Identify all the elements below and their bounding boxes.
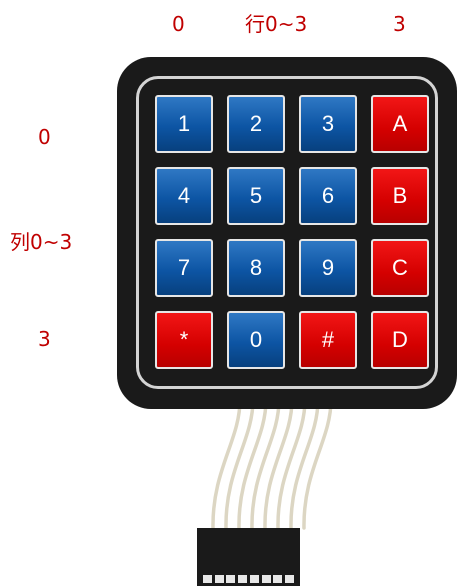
ribbon-wire: [278, 400, 305, 528]
ribbon-wire: [226, 400, 253, 528]
connector-pin: [262, 575, 271, 583]
key-4-button[interactable]: 4: [155, 167, 213, 225]
key-0-button[interactable]: 0: [227, 311, 285, 369]
connector-pin: [238, 575, 247, 583]
row-index-start-label: 0: [38, 125, 51, 149]
connector-pin: [215, 575, 224, 583]
key-9-button[interactable]: 9: [299, 239, 357, 297]
row-index-end-label: 3: [38, 327, 51, 351]
ribbon-wire: [265, 400, 292, 528]
ribbon-wire: [291, 400, 318, 528]
key-6-button[interactable]: 6: [299, 167, 357, 225]
ribbon-wire: [213, 400, 240, 528]
column-range-label: 行0~3: [245, 12, 307, 36]
key-7-button[interactable]: 7: [155, 239, 213, 297]
key-5-button[interactable]: 5: [227, 167, 285, 225]
key-1-button[interactable]: 1: [155, 95, 213, 153]
column-index-end-label: 3: [393, 12, 406, 36]
key-b-button[interactable]: B: [371, 167, 429, 225]
key-star-button[interactable]: *: [155, 311, 213, 369]
row-range-label: 列0~3: [10, 230, 72, 254]
key-a-button[interactable]: A: [371, 95, 429, 153]
key-2-button[interactable]: 2: [227, 95, 285, 153]
connector-pin: [203, 575, 212, 583]
key-3-button[interactable]: 3: [299, 95, 357, 153]
ribbon-wire: [239, 400, 266, 528]
connector-pin: [285, 575, 294, 583]
key-c-button[interactable]: C: [371, 239, 429, 297]
connector-pin: [273, 575, 282, 583]
connector-housing: [197, 528, 300, 572]
connector-pin: [226, 575, 235, 583]
key-d-button[interactable]: D: [371, 311, 429, 369]
key-hash-button[interactable]: #: [299, 311, 357, 369]
key-8-button[interactable]: 8: [227, 239, 285, 297]
column-index-start-label: 0: [172, 12, 185, 36]
connector-pins: [197, 572, 300, 586]
ribbon-wire: [252, 400, 279, 528]
ribbon-wire: [304, 400, 331, 528]
connector-pin: [250, 575, 259, 583]
